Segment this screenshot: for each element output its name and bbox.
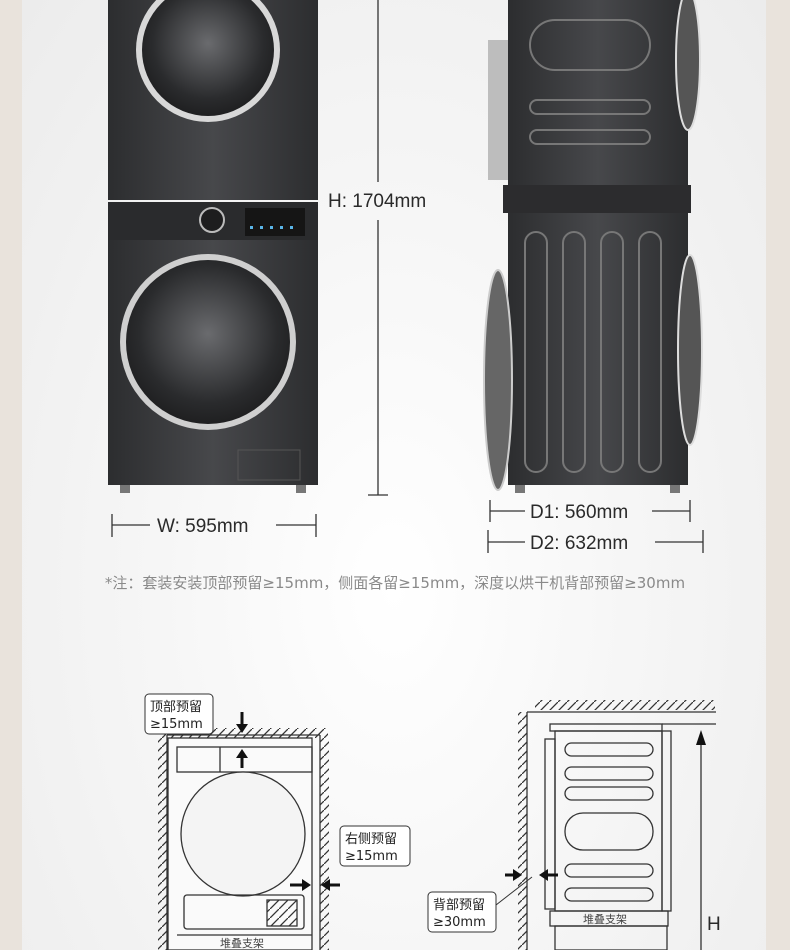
depth-dimensions xyxy=(487,500,704,553)
installation-note: *注：套装安装顶部预留≥15mm，侧面各留≥15mm，深度以烘干机背部预留≥30… xyxy=(104,574,686,592)
stacking-bracket xyxy=(503,185,691,213)
width-dimension xyxy=(111,514,317,537)
height-label: H: 1704mm xyxy=(328,191,426,212)
side-height-marker: H xyxy=(707,914,721,935)
svg-text:背部预留: 背部预留 xyxy=(433,898,485,913)
svg-text:右侧预留: 右侧预留 xyxy=(345,832,397,847)
washer-door xyxy=(126,260,290,424)
width-label: W: 595mm xyxy=(157,516,249,537)
dryer-door xyxy=(142,0,274,116)
side-bracket-label: 堆叠支架 xyxy=(583,913,627,926)
front-bracket-label: 堆叠支架 xyxy=(220,937,264,950)
control-knob xyxy=(199,207,225,233)
svg-text:≥30mm: ≥30mm xyxy=(433,915,486,930)
height-arrow-icon xyxy=(696,730,706,745)
side-view-washer-dryer xyxy=(483,0,703,493)
height-dimension xyxy=(368,0,388,496)
svg-text:顶部预留: 顶部预留 xyxy=(150,700,202,715)
svg-text:≥15mm: ≥15mm xyxy=(345,849,398,864)
side-clearance-callout: 右侧预留 ≥15mm xyxy=(339,825,411,867)
side-clearance-diagram xyxy=(518,700,716,950)
back-clearance-callout: 背部预留 ≥30mm xyxy=(427,876,533,933)
clearance-arrows xyxy=(236,712,340,891)
top-clearance-callout: 顶部预留 ≥15mm xyxy=(144,693,214,735)
front-view-washer-dryer xyxy=(108,0,318,493)
d1-label: D1: 560mm xyxy=(530,502,628,523)
svg-text:≥15mm: ≥15mm xyxy=(150,717,203,732)
front-clearance-diagram xyxy=(158,728,329,950)
d2-label: D2: 632mm xyxy=(530,533,628,554)
back-clearance-arrows xyxy=(505,869,558,881)
